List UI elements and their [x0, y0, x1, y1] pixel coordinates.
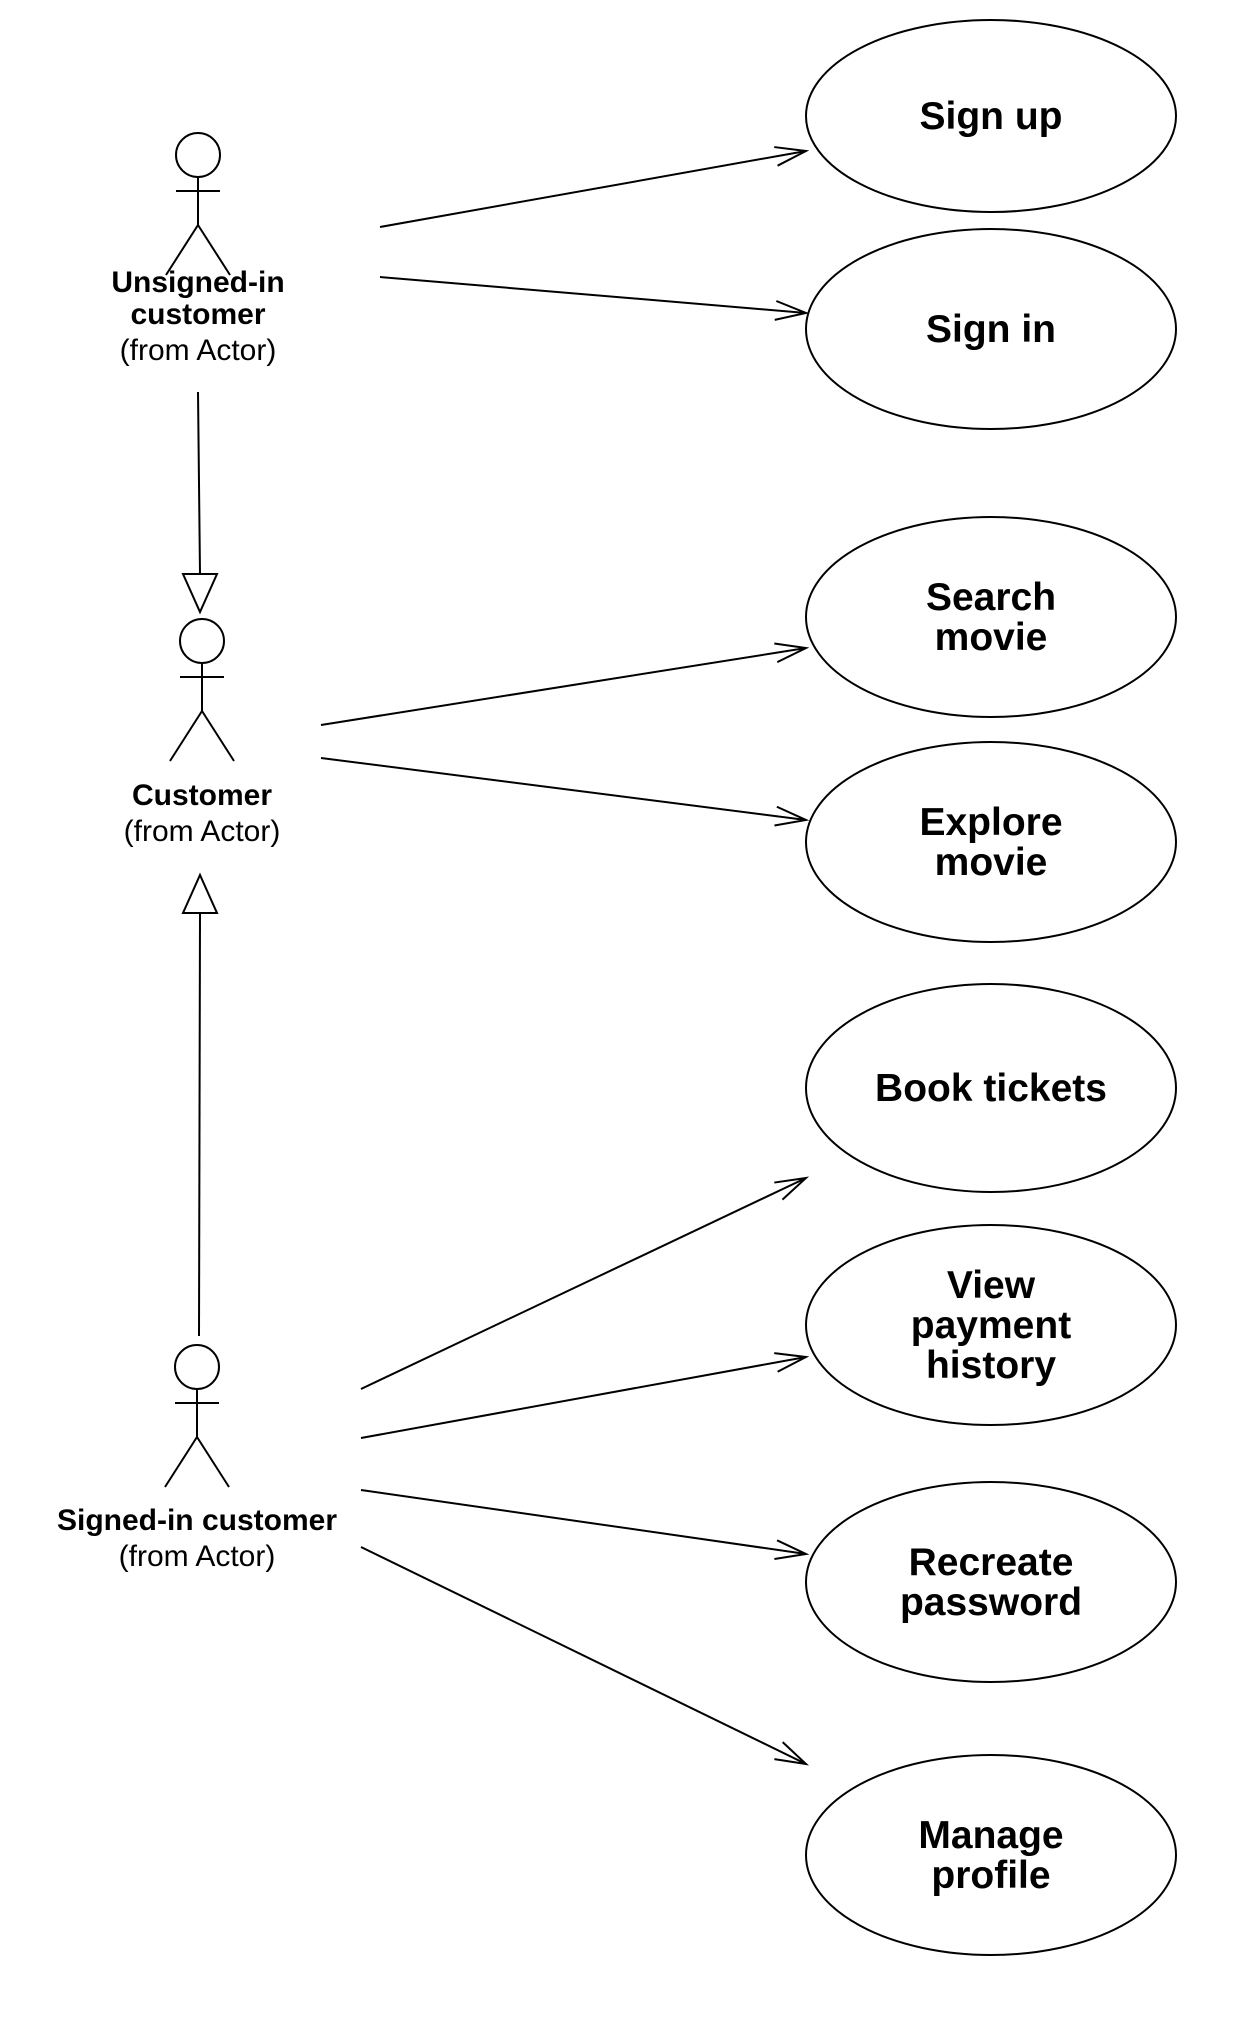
use-case-ellipse — [805, 1224, 1177, 1426]
association-line — [320, 757, 807, 821]
use-case-ellipse — [805, 228, 1177, 430]
use-case-ellipse — [805, 983, 1177, 1193]
association-signed-payment — [360, 1352, 810, 1439]
use-case-label: Manage — [918, 1814, 1063, 1857]
actor-stereotype: (from Actor) — [120, 334, 277, 367]
use-case-label: movie — [935, 841, 1048, 884]
association-line — [360, 1356, 807, 1439]
use-case-label: profile — [931, 1854, 1050, 1897]
actor-name: Customer — [132, 779, 272, 812]
use-case-label: payment — [911, 1304, 1071, 1347]
use-case-ellipse — [805, 516, 1177, 718]
use-case-label: Explore — [919, 801, 1062, 844]
association-arrowhead — [774, 300, 810, 321]
actor-signed[interactable]: Signed-in customer(from Actor) — [57, 1344, 337, 1573]
generalization-unsigned-customer — [181, 391, 219, 615]
association-signed-password — [360, 1489, 810, 1560]
association-line — [379, 276, 807, 314]
use-case-ellipse — [805, 19, 1177, 213]
use-case-signin[interactable]: Sign in — [805, 228, 1177, 430]
use-case-ellipse — [805, 741, 1177, 943]
actor-name: customer — [130, 298, 265, 331]
association-arrowhead — [774, 1352, 810, 1373]
use-case-label: history — [926, 1344, 1056, 1387]
stick-figure-icon — [164, 1344, 230, 1488]
association-signed-profile — [360, 1546, 810, 1766]
generalization-triangle — [181, 573, 219, 615]
actor-customer[interactable]: Customer(from Actor) — [124, 618, 281, 848]
association-line — [320, 647, 807, 726]
actor-stereotype: (from Actor) — [119, 1540, 276, 1573]
association-customer-explore — [320, 757, 810, 827]
use-case-label: Recreate — [909, 1541, 1074, 1584]
association-arrowhead — [774, 146, 810, 167]
use-case-label: Book tickets — [875, 1067, 1107, 1110]
association-arrowhead — [774, 805, 810, 827]
actor-name: Unsigned-in — [111, 266, 284, 299]
use-case-ellipse — [805, 1754, 1177, 1956]
use-case-book[interactable]: Book tickets — [805, 983, 1177, 1193]
association-arrowhead — [774, 1539, 810, 1560]
use-case-label: Search — [926, 576, 1056, 619]
association-unsigned-signup — [379, 146, 810, 228]
association-unsigned-signin — [379, 276, 810, 321]
association-signed-book — [360, 1176, 810, 1390]
association-line — [360, 1489, 807, 1555]
stick-figure-icon — [165, 132, 231, 276]
use-case-ellipse — [805, 1481, 1177, 1683]
use-case-label: Sign up — [920, 95, 1063, 138]
generalization-signed-customer — [181, 872, 219, 1337]
use-case-label: movie — [935, 616, 1048, 659]
generalization-line — [197, 391, 201, 575]
association-line — [360, 1546, 807, 1765]
association-line — [379, 150, 807, 228]
actor-stereotype: (from Actor) — [124, 815, 281, 848]
stick-figure-icon — [169, 618, 235, 762]
actor-name: Signed-in customer — [57, 1504, 337, 1537]
association-arrowhead — [774, 642, 810, 664]
generalization-triangle — [181, 872, 219, 914]
association-customer-search — [320, 642, 810, 726]
use-case-label: password — [900, 1581, 1082, 1624]
use-case-signup[interactable]: Sign up — [805, 19, 1177, 213]
association-arrowhead — [774, 1176, 810, 1201]
use-case-label: View — [947, 1264, 1036, 1307]
generalization-line — [198, 912, 201, 1337]
association-line — [360, 1177, 807, 1390]
use-case-label: Sign in — [926, 308, 1056, 351]
association-arrowhead — [774, 1741, 810, 1766]
